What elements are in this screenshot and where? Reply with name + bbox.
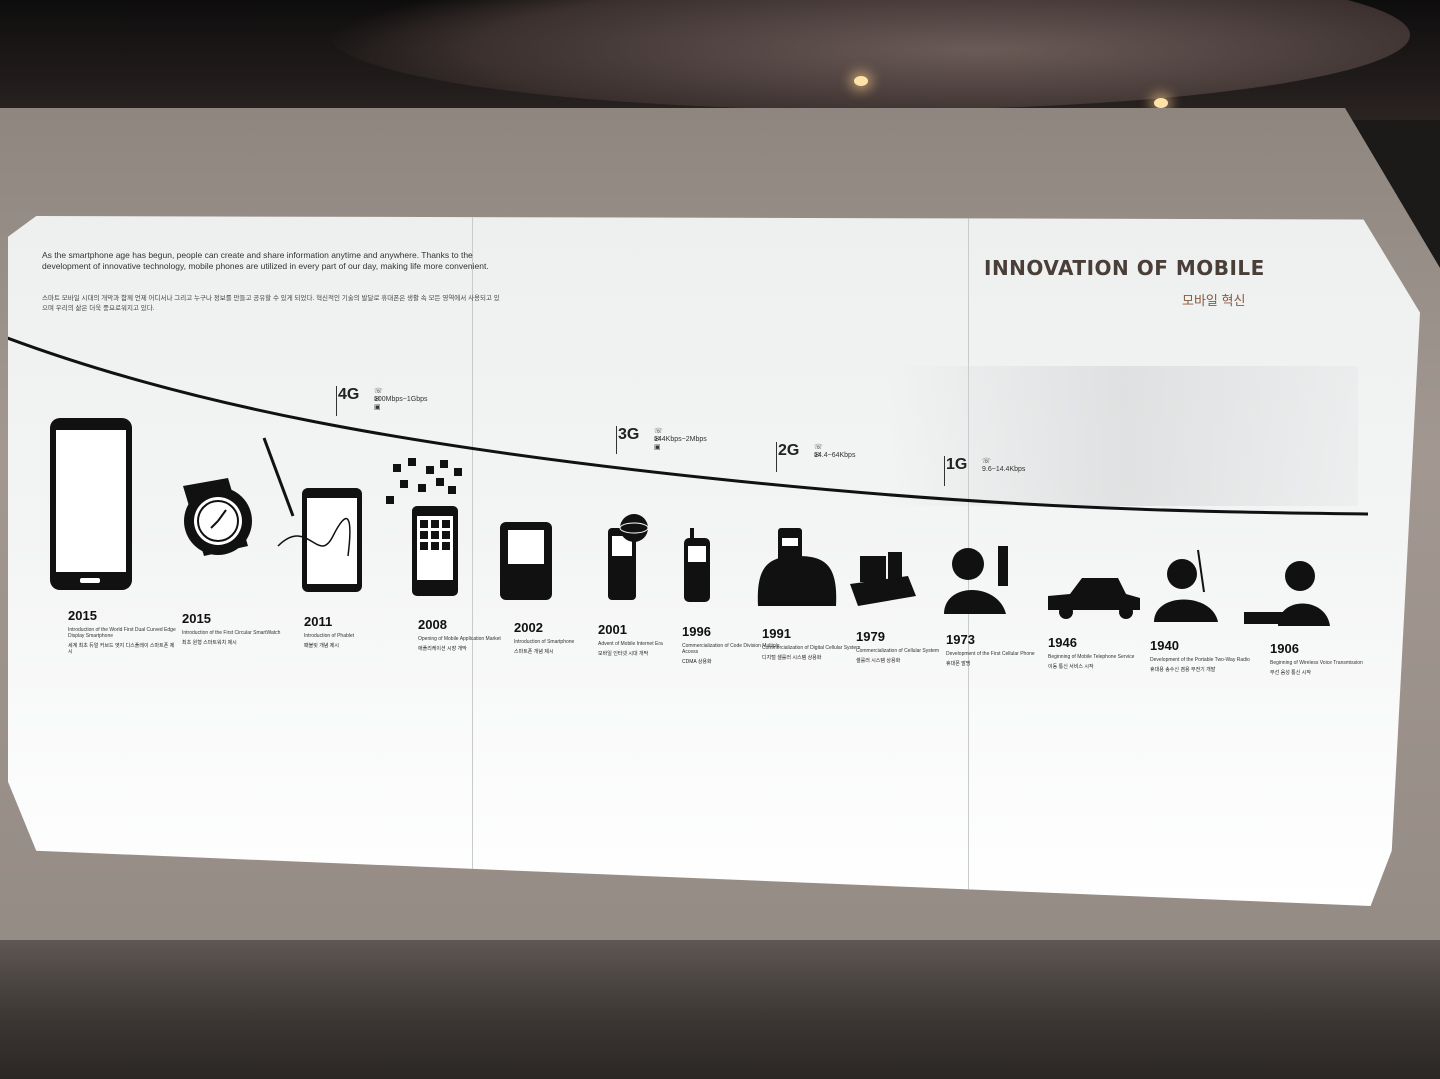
item-description: Development of the First Cellular Phone: [946, 651, 1035, 657]
item-year: 1906: [1270, 641, 1299, 656]
item-description-korean: 애플리케이션 시장 개막: [418, 646, 467, 652]
item-description-korean: 모바일 인터넷 시대 개막: [598, 651, 649, 657]
item-year: 1946: [1048, 635, 1077, 650]
soldier-radio-icon: [1154, 549, 1218, 622]
item-description-korean: 무선 음성 통신 시작: [1270, 670, 1311, 676]
item-description-korean: 패블릿 개념 제시: [304, 643, 339, 649]
item-description-korean: 스마트폰 개념 제시: [514, 649, 554, 655]
timeline-item: 1946 Beginning of Mobile Telephone Servi…: [1048, 635, 1158, 670]
item-description-korean: 셀룰러 시스템 상용화: [856, 658, 901, 664]
app-market-icon: [386, 458, 462, 596]
edge-smartphone-icon: [50, 418, 132, 590]
item-year: 1973: [946, 632, 975, 647]
item-description: Introduction of Smartphone: [514, 639, 575, 645]
generation-marker-1g: 1G ☏ 9.6~14.4Kbps: [944, 456, 1025, 486]
timeline-item: 2015 Introduction of the World First Dua…: [68, 608, 178, 655]
item-description-korean: 최초 원형 스마트워치 제시: [182, 640, 237, 646]
item-description: Beginning of Mobile Telephone Service: [1048, 654, 1135, 660]
phablet-pen-icon: [262, 437, 362, 592]
item-description: Commercialization of Digital Cellular Sy…: [762, 645, 861, 651]
item-description: Introduction of Phablet: [304, 633, 355, 639]
generation-icons: ☏ ✉ ▣: [374, 388, 383, 411]
floor: [0, 940, 1440, 1079]
radio-operator-icon: [1244, 561, 1330, 626]
generation-marker-4g: 4G ☏ ✉ ▣ 100Mbps~1Gbps: [336, 386, 428, 416]
timeline-item: 2011 Introduction of Phablet 패블릿 개념 제시: [304, 614, 414, 649]
car-phone-icon: [850, 552, 916, 606]
man-with-brick-phone-icon: [944, 546, 1008, 614]
panel-seam: [472, 216, 473, 906]
generation-tick: [336, 386, 337, 416]
smartwatch-icon: [183, 478, 252, 556]
generation-tick: [944, 456, 945, 486]
item-year: 2002: [514, 620, 543, 635]
item-description: Commercialization of Cellular System: [856, 648, 940, 654]
timeline-item: 1979 Commercialization of Cellular Syste…: [856, 629, 966, 664]
item-year: 2011: [304, 614, 333, 629]
item-year: 2008: [418, 617, 447, 632]
timeline-item: 2001 Advent of Mobile Internet Era 모바일 인…: [598, 622, 708, 657]
item-description-korean: 디지털 셀룰러 시스템 상용화: [762, 655, 822, 661]
timeline-curve: [8, 334, 1369, 516]
item-year: 1996: [682, 624, 711, 639]
ceiling: [0, 0, 1440, 120]
item-description: Advent of Mobile Internet Era: [598, 641, 663, 647]
faded-background-images: [888, 366, 1358, 506]
ceiling-spotlight: [854, 76, 868, 86]
hello-phone-icon: [757, 528, 837, 606]
timeline-item: 1940 Development of the Portable Two-Way…: [1150, 638, 1260, 673]
item-description: Development of the Portable Two-Way Radi…: [1150, 657, 1250, 663]
generation-marker-3g: 3G ☏ ✉ ▣ 144Kbps~2Mbps: [616, 426, 707, 454]
generation-label: 2G: [778, 442, 800, 459]
generation-icons: ☏ ✉ ▣: [654, 428, 663, 451]
exhibit-subtitle: 모바일 혁신: [1182, 293, 1246, 308]
generation-label: 4G: [338, 386, 360, 403]
generation-icons: ☏: [982, 458, 991, 465]
intro-text-english: As the smartphone age has begun, people …: [42, 250, 489, 271]
timeline-item: 2015 Introduction of the First Circular …: [182, 611, 292, 646]
item-description: Opening of Mobile Application Market: [418, 636, 501, 642]
exhibit-panel: As the smartphone age has begun, people …: [8, 216, 1420, 906]
item-year: 2001: [598, 622, 627, 637]
generation-speed: 9.6~14.4Kbps: [982, 466, 1026, 473]
flip-phone-globe-icon: [608, 514, 649, 600]
item-description: Introduction of the World First Dual Cur…: [68, 627, 176, 639]
device-silhouettes: [50, 418, 1330, 626]
generation-tick: [776, 442, 777, 472]
timeline-item: 1906 Beginning of Wireless Voice Transmi…: [1270, 641, 1380, 676]
generation-icons: ☏ ✉: [814, 444, 823, 459]
generation-speed: 100Mbps~1Gbps: [374, 396, 428, 403]
generation-speed: 14.4~64Kbps: [814, 452, 856, 459]
timeline-item: 2008 Opening of Mobile Application Marke…: [418, 617, 528, 652]
item-description-korean: 휴대용 송수신 겸용 무전기 개발: [1150, 667, 1216, 673]
generation-label: 1G: [946, 456, 968, 473]
item-year: 1979: [856, 629, 885, 644]
ceiling-ring: [330, 0, 1410, 110]
timeline-item: 2002 Introduction of Smartphone 스마트폰 개념 …: [514, 620, 624, 655]
item-description: Beginning of Wireless Voice Transmission: [1270, 660, 1363, 666]
item-description-korean: 세계 최초 듀얼 커브드 엣지 디스플레이 스마트폰 제시: [68, 643, 175, 655]
item-description-korean: 이동 통신 서비스 시작: [1048, 664, 1094, 670]
item-description-korean: 휴대폰 발명: [946, 661, 971, 667]
pda-phone-icon: [500, 522, 552, 600]
generation-speed: 144Kbps~2Mbps: [654, 436, 707, 443]
item-description: Introduction of the First Circular Smart…: [182, 630, 281, 636]
intro-text-korean: 스마트 모바일 시대의 개막과 함께 언제 어디서나 그리고 누구나 정보를 만…: [42, 295, 500, 312]
generation-tick: [616, 426, 617, 454]
bar-phone-icon: [684, 528, 710, 602]
timeline-item: 1973 Development of the First Cellular P…: [946, 632, 1056, 667]
generation-marker-2g: 2G ☏ ✉ 14.4~64Kbps: [776, 442, 855, 472]
timeline-item: 1996 Commercialization of Code Division …: [682, 624, 792, 665]
generation-label: 3G: [618, 426, 640, 443]
item-year: 1940: [1150, 638, 1179, 653]
item-year: 1991: [762, 626, 791, 641]
item-year: 2015: [182, 611, 211, 626]
exhibit-title: INNOVATION OF MOBILE: [984, 256, 1265, 280]
timeline-item: 1991 Commercialization of Digital Cellul…: [762, 626, 872, 661]
item-description: Commercialization of Code Division Multi…: [682, 643, 780, 655]
item-description-korean: CDMA 상용화: [682, 659, 712, 665]
ceiling-spotlight: [1154, 98, 1168, 108]
vintage-car-icon: [1048, 578, 1140, 619]
item-year: 2015: [68, 608, 97, 623]
